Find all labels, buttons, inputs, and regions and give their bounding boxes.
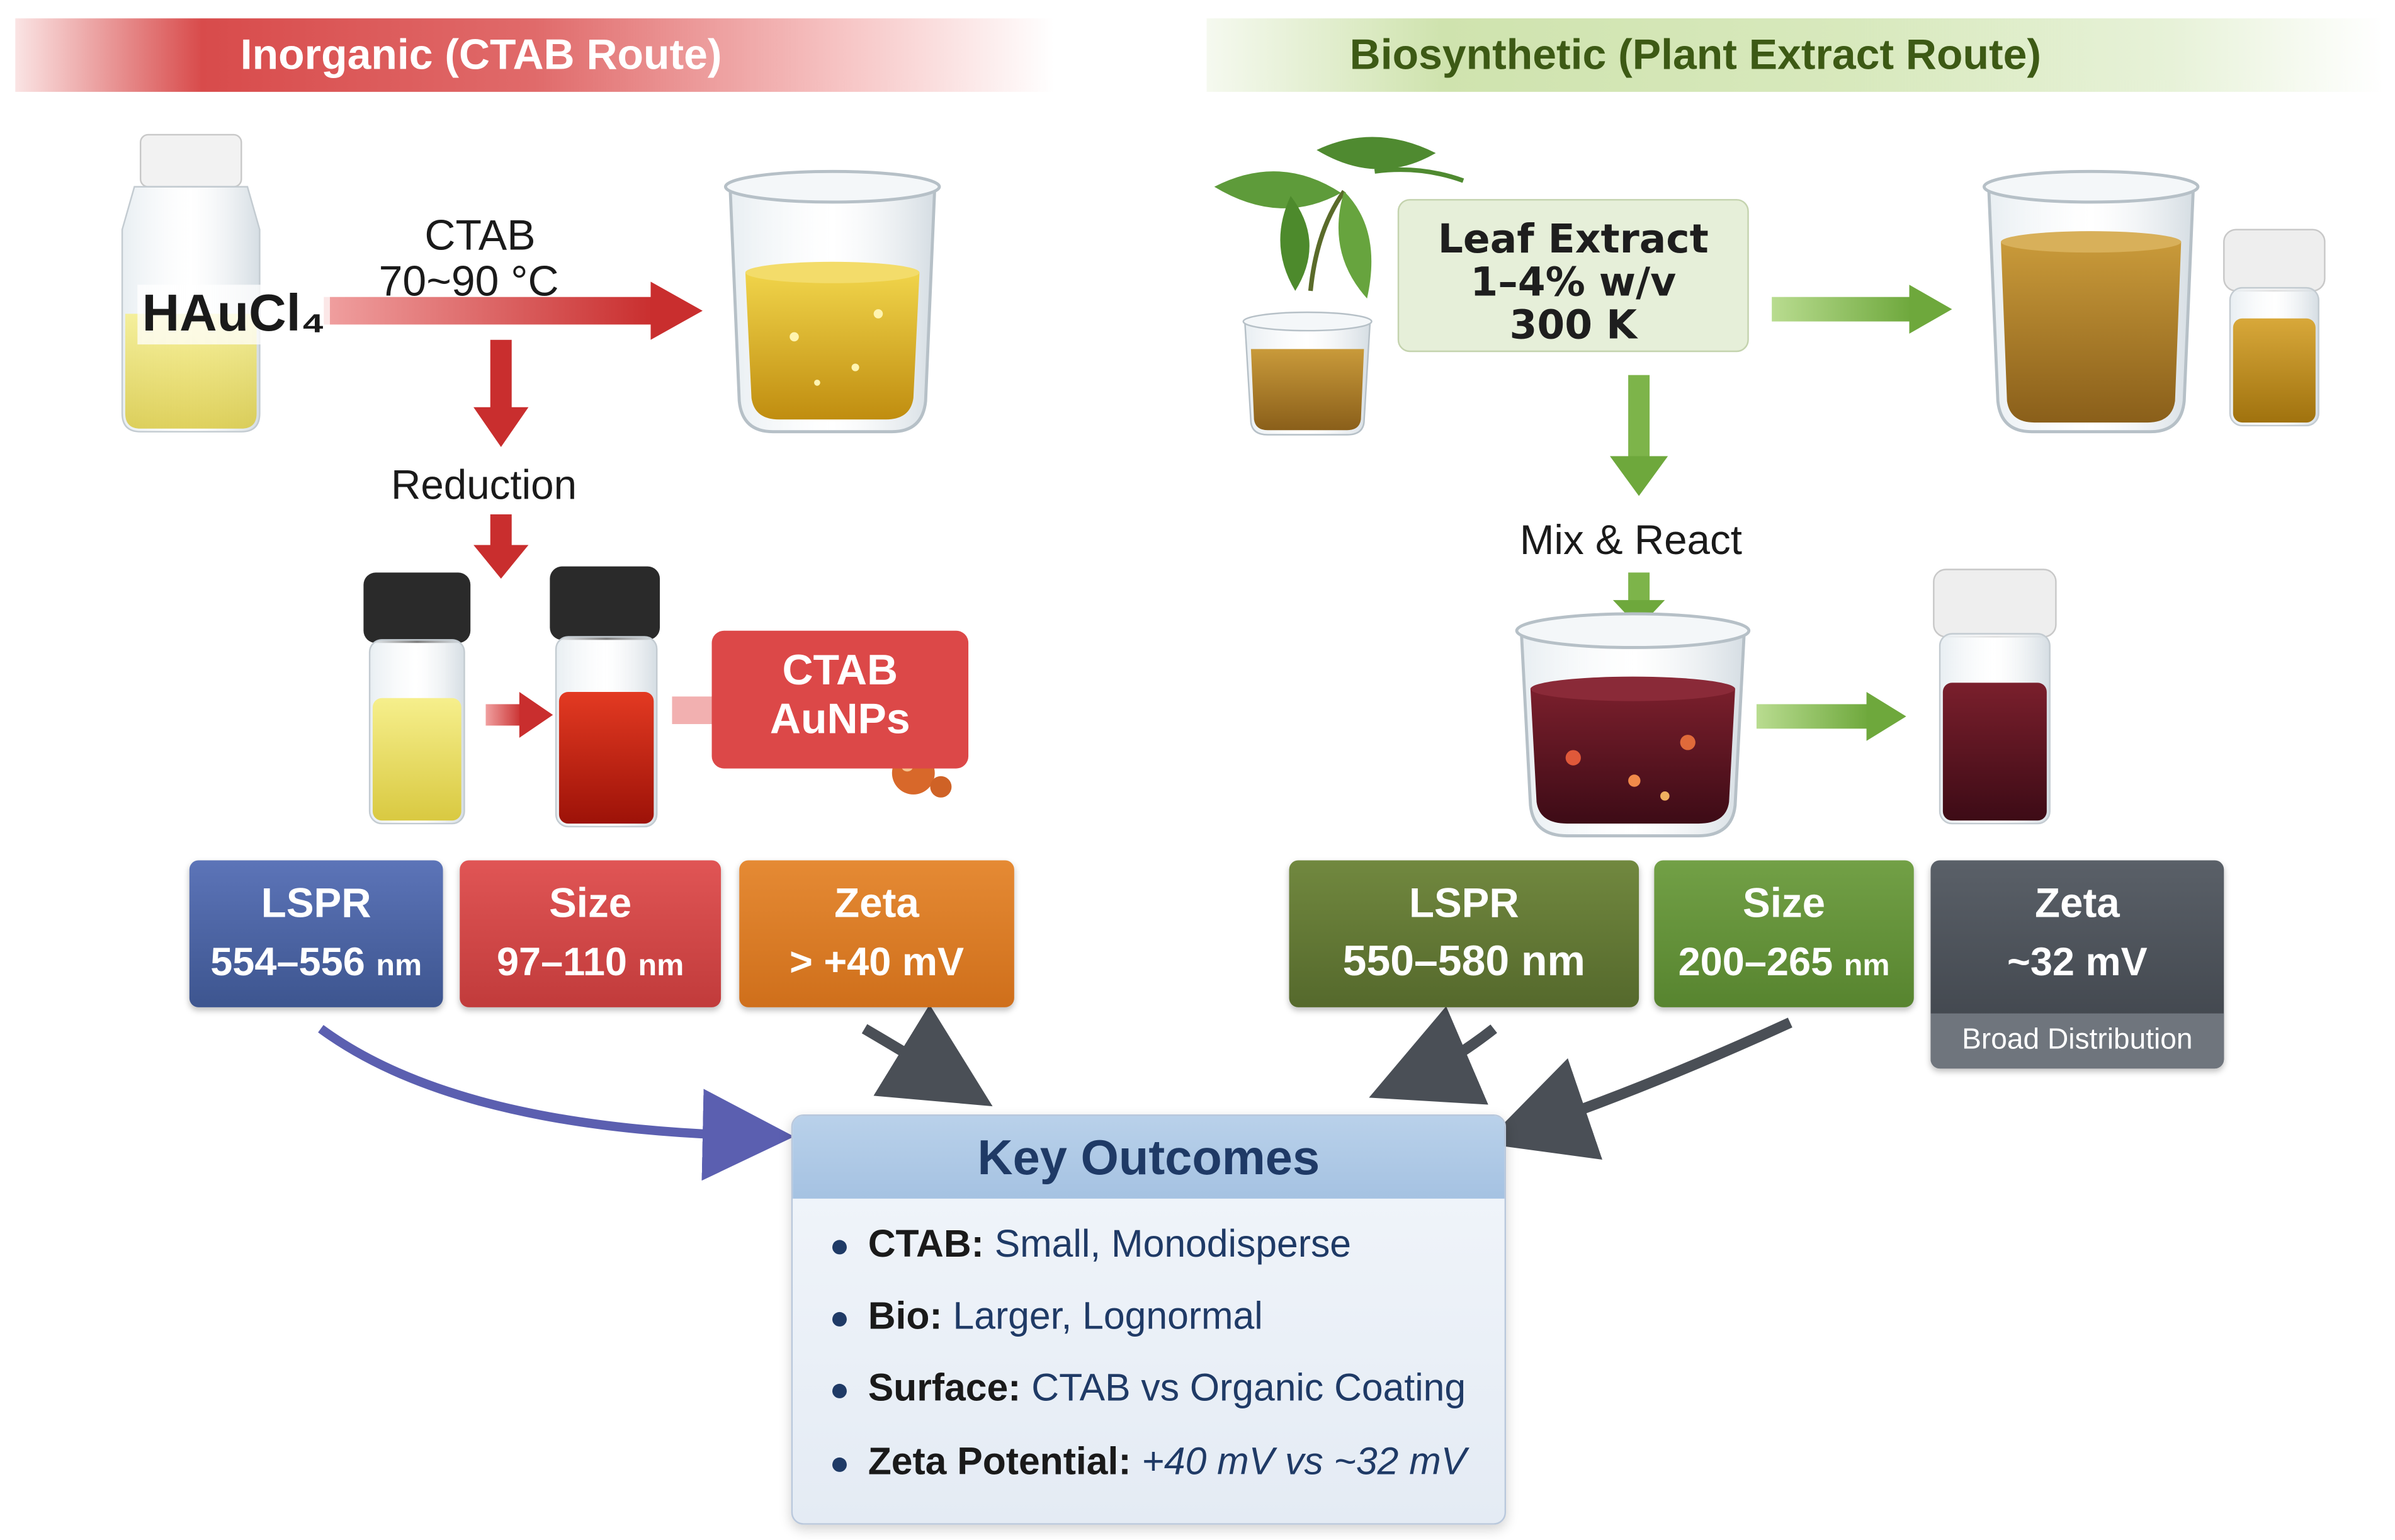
outcome-text: Larger, Lognormal xyxy=(953,1294,1263,1339)
key-outcomes-title: Key Outcomes xyxy=(793,1116,1505,1199)
wine-to-vial-arrow xyxy=(1756,691,1906,741)
outcome-item-surface: ●Surface: CTAB vs Organic Coating xyxy=(829,1367,1466,1410)
inorganic-size-unit: nm xyxy=(638,949,684,983)
inorganic-zeta-label: Zeta xyxy=(834,880,919,926)
inorganic-lspr-unit: nm xyxy=(376,949,422,983)
outcome-label: Zeta Potential: xyxy=(868,1440,1131,1484)
ctab-aunps-label-box: CTAB AuNPs xyxy=(711,630,969,769)
extract-line2: 1–4% w/v xyxy=(1470,260,1677,307)
inorganic-route-banner: Inorganic (CTAB Route) xyxy=(15,18,1054,92)
inorganic-size-value: 97–110 xyxy=(496,938,627,985)
outcome-item-ctab: ●CTAB: Small, Monodisperse xyxy=(829,1223,1352,1266)
outcome-item-bio: ●Bio: Larger, Lognormal xyxy=(829,1294,1263,1339)
bio-lspr-box: LSPR 550–580 nm xyxy=(1289,860,1639,1007)
leaves-icon xyxy=(1214,137,1464,299)
wine-beaker-icon xyxy=(1515,612,1751,837)
inorganic-route-title: Inorganic (CTAB Route) xyxy=(240,30,722,79)
inorganic-lspr-value: 554–556 xyxy=(210,938,365,985)
bio-lspr-value: 550–580 nm xyxy=(1342,937,1585,985)
zeta-to-outcomes-arrow xyxy=(861,1004,993,1107)
leaf-extract-box: Leaf Extract 1–4% w/v 300 K xyxy=(1397,199,1749,353)
bio-size-box: Size 200–265 nm xyxy=(1654,860,1914,1007)
amber-vial-icon xyxy=(2223,229,2326,427)
key-outcomes-panel: Key Outcomes ●CTAB: Small, Monodisperse … xyxy=(791,1114,1507,1525)
reduction-label: Reduction xyxy=(391,462,577,509)
inorganic-size-box: Size 97–110 nm xyxy=(460,860,722,1007)
bio-size-value: 200–265 xyxy=(1678,938,1833,985)
bio-zeta-value: ~32 mV xyxy=(2007,938,2148,985)
biosynthetic-route-banner: Biosynthetic (Plant Extract Route) xyxy=(1206,18,2383,92)
gold-beaker-icon xyxy=(723,169,941,434)
ctab-aunps-line1: CTAB xyxy=(782,646,898,694)
ctab-heat-arrow xyxy=(324,281,703,340)
bio-zeta-box: Zeta ~32 mV Broad Distribution xyxy=(1930,860,2224,1069)
bio-lspr-to-outcomes-arrow xyxy=(1369,1006,1497,1105)
inorganic-lspr-box: LSPR 554–556 nm xyxy=(189,860,443,1007)
bio-zeta-note: Broad Distribution xyxy=(1930,1013,2224,1069)
biosynthetic-route-title: Biosynthetic (Plant Extract Route) xyxy=(1349,30,2042,79)
ctab-aunps-line2: AuNPs xyxy=(769,694,910,743)
bio-size-label: Size xyxy=(1743,880,1826,926)
inorganic-size-label: Size xyxy=(549,880,632,926)
outcome-item-zeta: ●Zeta Potential: +40 mV vs ~32 mV xyxy=(829,1440,1467,1484)
outcome-text: CTAB vs Organic Coating xyxy=(1031,1367,1466,1410)
yellow-vial-icon xyxy=(363,572,471,825)
extract-line1: Leaf Extract xyxy=(1437,217,1709,264)
bio-lspr-label: LSPR xyxy=(1408,880,1519,926)
precursor-label: HAuCl₄ xyxy=(137,285,331,345)
temperature-label: 70~90 °C xyxy=(378,257,559,305)
outcome-text: Small, Monodisperse xyxy=(994,1223,1352,1266)
aunps-connector xyxy=(672,696,715,725)
extract-line3: 300 K xyxy=(1509,303,1638,349)
vial-transition-arrow xyxy=(485,691,553,738)
bio-size-unit: nm xyxy=(1843,949,1890,983)
outcome-label: Bio: xyxy=(868,1294,943,1339)
outcome-label: Surface: xyxy=(868,1367,1021,1410)
outcome-label: CTAB: xyxy=(868,1223,984,1266)
extract-to-beaker-arrow xyxy=(1772,285,1952,334)
inorganic-zeta-box: Zeta > +40 mV xyxy=(739,860,1014,1007)
leaf-extract-beaker-icon xyxy=(1242,311,1373,436)
reduction-arrow-2 xyxy=(473,514,529,579)
lspr-to-outcomes-arrow xyxy=(318,1025,795,1181)
ctab-arrow-label: CTAB xyxy=(424,211,536,259)
bio-zeta-label: Zeta xyxy=(2035,880,2120,926)
wine-vial-icon xyxy=(1933,569,2057,825)
mix-react-label: Mix & React xyxy=(1519,517,1742,563)
haucl4-bottle-icon xyxy=(121,133,261,433)
reduction-arrow-1 xyxy=(473,339,529,447)
inorganic-zeta-value: > +40 mV xyxy=(789,938,965,985)
red-vial-icon xyxy=(550,566,660,828)
outcome-text: +40 mV vs ~32 mV xyxy=(1141,1440,1467,1484)
inorganic-lspr-label: LSPR xyxy=(261,880,371,926)
bio-size-to-outcomes-arrow xyxy=(1483,1017,1792,1160)
mix-arrow-1 xyxy=(1610,375,1668,496)
brown-beaker-icon xyxy=(1982,169,2200,434)
